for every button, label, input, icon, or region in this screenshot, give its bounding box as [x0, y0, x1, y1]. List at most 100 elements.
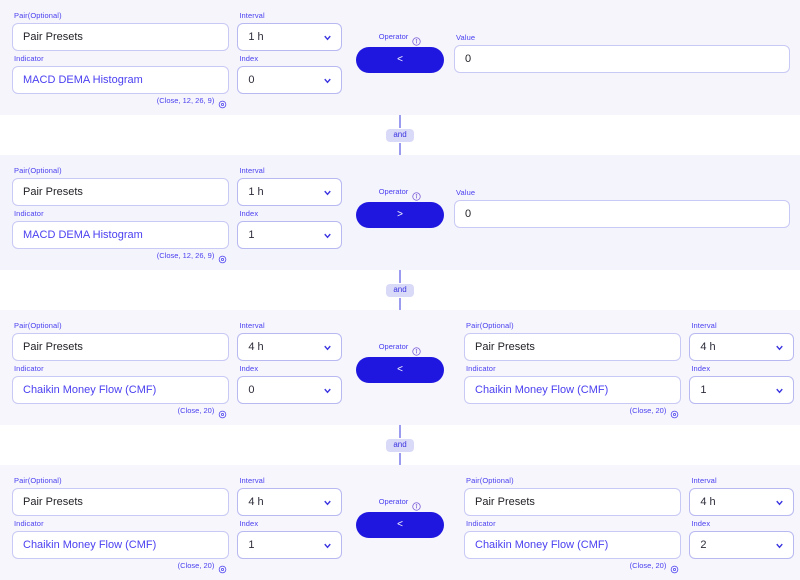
info-icon[interactable] [412, 33, 421, 46]
index-select[interactable]: 1 [689, 376, 794, 404]
operator-block: Operator < [348, 318, 452, 383]
operator-label: Operator [378, 497, 409, 506]
indicator-params-text: (Close, 12, 26, 9) [156, 96, 215, 105]
index-select[interactable]: 2 [689, 531, 794, 559]
interval-label: Interval [239, 11, 265, 20]
index-label: Index [239, 364, 259, 373]
indicator-input[interactable]: MACD DEMA Histogram [12, 66, 230, 94]
interval-select[interactable]: 4 h [237, 488, 342, 516]
info-icon[interactable] [412, 188, 421, 201]
operator-button[interactable]: > [356, 202, 444, 228]
index-value: 1 [248, 539, 255, 551]
pair-label: Pair(Optional) [14, 476, 62, 485]
pair-input[interactable]: Pair Presets [12, 488, 230, 516]
indicator-input[interactable]: MACD DEMA Histogram [12, 221, 230, 249]
gear-icon[interactable] [670, 561, 679, 574]
condition-row: Pair(Optional) Pair Presets Indicator Ch… [0, 465, 800, 580]
pair-input[interactable]: Pair Presets [464, 333, 682, 361]
interval-select[interactable]: 1 h [237, 23, 342, 51]
chevron-down-icon [322, 187, 333, 198]
chevron-down-icon [322, 342, 333, 353]
indicator-params-text: (Close, 12, 26, 9) [156, 251, 215, 260]
index-label: Index [691, 364, 711, 373]
chevron-down-icon [322, 497, 333, 508]
interval-label: Interval [239, 166, 265, 175]
interval-value: 4 h [700, 341, 716, 353]
indicator-params: (Close, 20) [464, 561, 681, 574]
operator-button[interactable]: < [356, 357, 444, 383]
info-icon[interactable] [412, 343, 421, 356]
gear-icon[interactable] [218, 406, 227, 419]
value-input[interactable]: 0 [454, 200, 790, 228]
indicator-input[interactable]: Chaikin Money Flow (CMF) [12, 376, 230, 404]
interval-value: 4 h [248, 341, 264, 353]
logic-connector: and [0, 270, 800, 310]
connector-line-top [399, 270, 401, 283]
indicator-params: (Close, 12, 26, 9) [12, 96, 229, 109]
index-select[interactable]: 1 [237, 221, 342, 249]
indicator-label: Indicator [466, 519, 496, 528]
value-input[interactable]: 0 [454, 45, 790, 73]
index-select[interactable]: 1 [237, 531, 342, 559]
condition-operand-right: Pair(Optional) Pair Presets Indicator Ch… [452, 318, 800, 419]
operator-label-row: Operator [379, 187, 422, 201]
chevron-down-icon [322, 230, 333, 241]
pair-input[interactable]: Pair Presets [12, 23, 230, 51]
interval-select[interactable]: 1 h [237, 178, 342, 206]
chevron-down-icon [322, 75, 333, 86]
operator-label-row: Operator [379, 32, 422, 46]
gear-icon[interactable] [218, 251, 227, 264]
pair-input[interactable]: Pair Presets [12, 178, 230, 206]
operand-selects: Interval 4 h Index 1 [237, 473, 342, 570]
value-block: Value 0 [452, 8, 800, 73]
indicator-params: (Close, 20) [12, 561, 229, 574]
pair-input[interactable]: Pair Presets [12, 333, 230, 361]
operand-selects: Interval 1 h Index 0 [237, 8, 342, 105]
interval-select[interactable]: 4 h [689, 488, 794, 516]
condition-operand-left: Pair(Optional) Pair Presets Indicator Ch… [0, 318, 348, 419]
chevron-down-icon [774, 540, 785, 551]
operand-main-fields: Pair(Optional) Pair Presets Indicator Ch… [464, 473, 682, 574]
gear-icon[interactable] [218, 96, 227, 109]
operator-block: Operator < [348, 8, 452, 73]
indicator-input[interactable]: Chaikin Money Flow (CMF) [12, 531, 230, 559]
operator-button[interactable]: < [356, 47, 444, 73]
operand-selects: Interval 4 h Index 1 [689, 318, 794, 415]
logic-operator-and[interactable]: and [386, 438, 414, 452]
indicator-label: Indicator [14, 54, 44, 63]
index-select[interactable]: 0 [237, 376, 342, 404]
interval-select[interactable]: 4 h [689, 333, 794, 361]
info-icon[interactable] [412, 498, 421, 511]
pair-input[interactable]: Pair Presets [464, 488, 682, 516]
interval-label: Interval [239, 476, 265, 485]
interval-value: 4 h [248, 496, 264, 508]
value-block: Value 0 [452, 163, 800, 228]
condition-row: Pair(Optional) Pair Presets Indicator MA… [0, 155, 800, 270]
logic-operator-and[interactable]: and [386, 283, 414, 297]
operator-button[interactable]: < [356, 512, 444, 538]
operator-block: Operator > [348, 163, 452, 228]
chevron-down-icon [774, 497, 785, 508]
interval-select[interactable]: 4 h [237, 333, 342, 361]
interval-value: 1 h [248, 31, 264, 43]
condition-operand-left: Pair(Optional) Pair Presets Indicator MA… [0, 163, 348, 264]
gear-icon[interactable] [670, 406, 679, 419]
chevron-down-icon [774, 385, 785, 396]
indicator-params-text: (Close, 20) [177, 561, 215, 570]
condition-row: Pair(Optional) Pair Presets Indicator Ch… [0, 310, 800, 425]
condition-operand-right: Pair(Optional) Pair Presets Indicator Ch… [452, 473, 800, 574]
index-label: Index [691, 519, 711, 528]
indicator-params-text: (Close, 20) [629, 561, 667, 570]
operator-label-row: Operator [378, 497, 422, 511]
indicator-input[interactable]: Chaikin Money Flow (CMF) [464, 376, 682, 404]
gear-icon[interactable] [218, 561, 227, 574]
value-label: Value [456, 188, 476, 197]
condition-operand-left: Pair(Optional) Pair Presets Indicator MA… [0, 8, 348, 109]
index-select[interactable]: 0 [237, 66, 342, 94]
index-value: 2 [700, 539, 707, 551]
pair-label: Pair(Optional) [466, 321, 514, 330]
pair-label: Pair(Optional) [14, 11, 62, 20]
logic-operator-and[interactable]: and [386, 128, 414, 142]
indicator-input[interactable]: Chaikin Money Flow (CMF) [464, 531, 682, 559]
